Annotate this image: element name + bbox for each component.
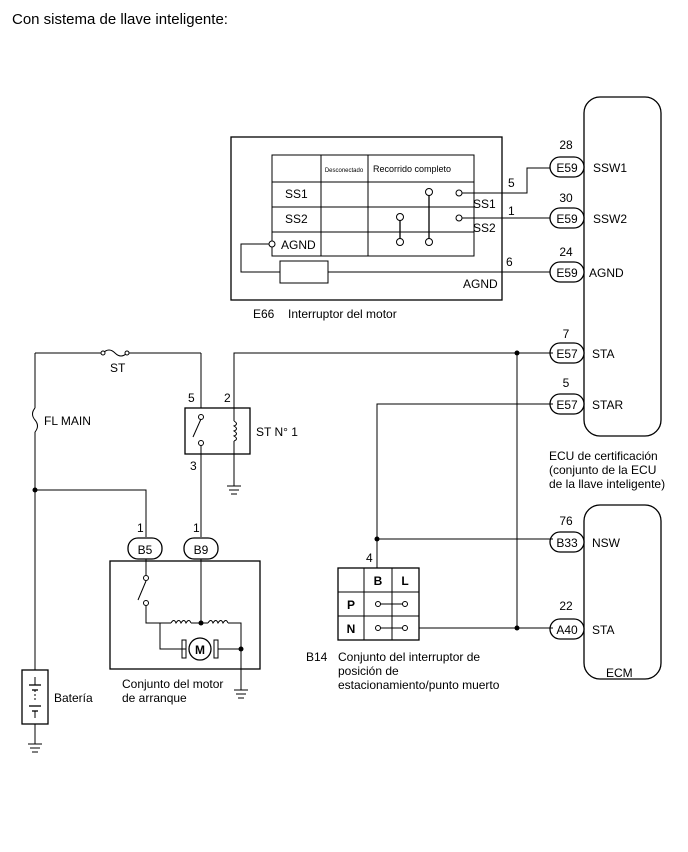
svg-text:E57: E57: [556, 398, 578, 412]
park-neutral-name-2: posición de: [338, 664, 399, 678]
certification-ecu: 28 E59 SSW1 30 E59 SSW2 24 E59 AGND 7 E5…: [549, 96, 665, 491]
ecu-connector-ssw2: 30 E59 SSW2: [549, 191, 627, 229]
svg-text:30: 30: [559, 191, 573, 205]
ecu-connector-star: 5 E57 STAR: [549, 376, 623, 415]
svg-text:SSW1: SSW1: [593, 161, 627, 175]
ecm-connector-nsw: 76 B33 NSW: [549, 514, 621, 553]
starter-coil-2: [207, 620, 229, 625]
svg-text:SSW2: SSW2: [593, 212, 627, 226]
park-neutral-col-l: L: [401, 574, 408, 588]
svg-text:E57: E57: [556, 347, 578, 361]
starter-name-2: de arranque: [122, 691, 187, 705]
starter-pin-b9: 1: [193, 521, 200, 535]
st-relay-outline: [184, 407, 251, 455]
battery-label: Batería: [54, 691, 93, 705]
svg-text:B5: B5: [138, 543, 153, 557]
st-relay-label: ST N° 1: [256, 425, 298, 439]
ecm-connector-sta: 22 A40 STA: [549, 599, 614, 640]
park-neutral-row-n: N: [347, 622, 356, 636]
svg-text:76: 76: [559, 514, 573, 528]
connector-b5: [127, 537, 163, 560]
wire-pin-agnd: 6: [506, 255, 513, 269]
table-col-off: Desconectado: [325, 168, 364, 174]
certification-ecu-label-1: ECU de certificación: [549, 449, 658, 463]
starter-pin-b5: 1: [137, 521, 144, 535]
engine-switch-code: E66: [253, 307, 275, 321]
certification-ecu-label-3: de la llave inteligente): [549, 477, 665, 491]
park-neutral-name-1: Conjunto del interruptor de: [338, 650, 480, 664]
wire-pin-ss1: 5: [508, 176, 515, 190]
wire-pin-ss2: 1: [508, 204, 515, 218]
st-fuse: [102, 349, 128, 357]
relay-pin-2: 2: [224, 391, 231, 405]
svg-text:B9: B9: [194, 543, 209, 557]
engine-switch-name: Interruptor del motor: [288, 307, 397, 321]
st-fuse-label: ST: [110, 361, 126, 375]
park-neutral-table: [337, 567, 420, 641]
park-neutral-name-3: estacionamiento/punto muerto: [338, 678, 500, 692]
engine-switch-table: [271, 154, 475, 257]
engine-switch-pin-ss1: SS1: [473, 197, 496, 211]
park-neutral-pin: 4: [366, 551, 373, 565]
park-neutral-code: B14: [306, 650, 328, 664]
ecm-outline: [583, 504, 662, 680]
svg-text:AGND: AGND: [589, 266, 624, 280]
engine-switch: Desconectado Recorrido completo SS1 SS2 …: [230, 136, 553, 321]
svg-text:E59: E59: [556, 161, 578, 175]
svg-text:24: 24: [559, 245, 573, 259]
starter-outline: [109, 560, 261, 670]
svg-text:STAR: STAR: [592, 398, 623, 412]
svg-text:E59: E59: [556, 212, 578, 226]
park-neutral-col-b: B: [374, 574, 383, 588]
ecu-connector-agnd: 24 E59 AGND: [549, 245, 624, 283]
park-neutral-switch: 4 B L P N B14 Conjunto del interruptor d…: [306, 353, 553, 692]
engine-switch-pin-ss2: SS2: [473, 221, 496, 235]
relay-pin-3: 3: [190, 459, 197, 473]
starter-coil-1: [170, 620, 192, 625]
svg-text:22: 22: [559, 599, 573, 613]
ecm: 76 B33 NSW 22 A40 STA ECM: [549, 504, 662, 680]
table-row-agnd: AGND: [281, 238, 316, 252]
table-row-ss2: SS2: [285, 212, 308, 226]
fl-main-label: FL MAIN: [44, 414, 91, 428]
engine-switch-pin-agnd: AGND: [463, 277, 498, 291]
certification-ecu-outline: [583, 96, 662, 437]
power-supply: FL MAIN ST Batería: [21, 349, 201, 753]
park-neutral-row-p: P: [347, 598, 355, 612]
svg-text:7: 7: [563, 327, 570, 341]
svg-text:STA: STA: [592, 347, 614, 361]
diagram-title: Con sistema de llave inteligente:: [12, 11, 228, 28]
svg-text:28: 28: [559, 138, 573, 152]
svg-text:STA: STA: [592, 623, 614, 637]
st-relay: 5 2 3 ST N° 1: [184, 350, 553, 537]
svg-text:NSW: NSW: [592, 536, 621, 550]
ecu-connector-ssw1: 28 E59 SSW1: [549, 138, 627, 178]
ecm-label: ECM: [606, 666, 633, 680]
certification-ecu-label-2: (conjunto de la ECU: [549, 463, 656, 477]
starter-name-1: Conjunto del motor: [122, 677, 223, 691]
table-row-ss1: SS1: [285, 187, 308, 201]
starter-assembly: 1 1 B5 B9 M Conjunto del motor de arranq…: [109, 521, 261, 705]
relay-pin-5: 5: [188, 391, 195, 405]
svg-text:5: 5: [563, 376, 570, 390]
st-relay-coil: [232, 420, 237, 442]
motor-icon: [188, 637, 212, 661]
table-col-full: Recorrido completo: [373, 164, 451, 174]
svg-text:E59: E59: [556, 266, 578, 280]
svg-text:B33: B33: [556, 536, 578, 550]
svg-text:A40: A40: [556, 623, 578, 637]
fl-main-fuse: [32, 407, 38, 433]
motor-label: M: [195, 643, 205, 657]
